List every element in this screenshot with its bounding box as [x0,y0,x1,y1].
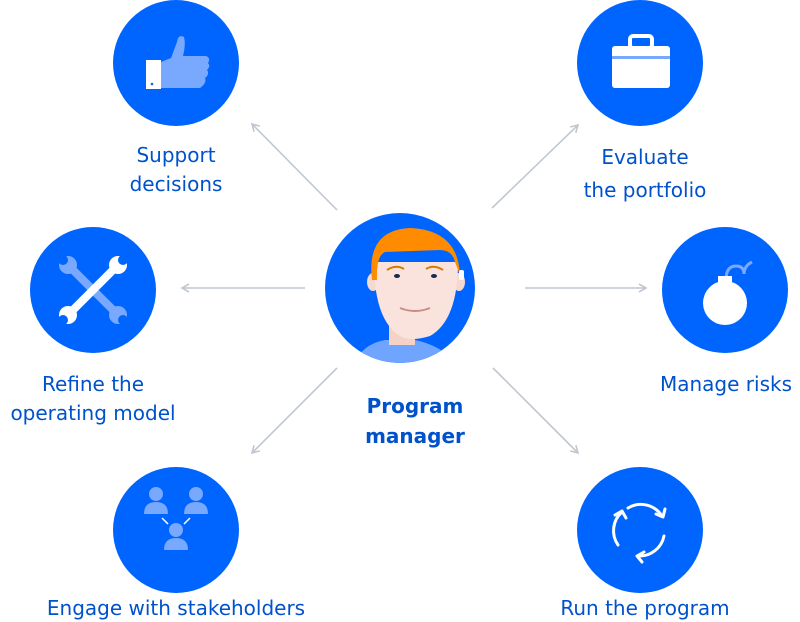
program-manager-avatar [325,213,475,363]
center-label-line1: Program [366,394,464,418]
refine-node [30,227,156,353]
engage-node [113,467,239,593]
risks-label: Manage risks [659,372,793,396]
cycle-icon [612,502,667,564]
wrench-icon [58,255,128,325]
center-label: Program manager [365,391,465,451]
refine-label-line2: operating model [10,401,176,425]
refine-label: Refine the operating model [10,370,175,428]
run-label: Run the program [560,596,730,620]
support-label-line2: decisions [129,172,223,196]
evaluate-node [577,0,703,126]
bomb-icon [703,260,753,325]
evaluate-label-line1: Evaluate [601,145,689,169]
arrow-run [492,367,580,455]
people-icon [144,487,208,550]
refine-label-line1: Refine the [41,372,145,396]
arrow-support [250,122,338,211]
risks-node [662,227,788,353]
evaluate-label-line2: the portfolio [583,178,707,202]
run-node [577,467,703,593]
support-label: Support decisions [130,141,223,199]
arrow-evaluate [491,123,580,209]
evaluate-label: Evaluate the portfolio [584,141,707,207]
support-node [113,0,239,126]
engage-label: Engage with stakeholders [46,596,306,620]
arrow-engage [250,367,338,455]
support-label-line1: Support [136,143,216,167]
thumbs-up-icon [146,36,210,89]
center-label-line2: manager [365,424,465,448]
briefcase-icon [612,34,670,88]
